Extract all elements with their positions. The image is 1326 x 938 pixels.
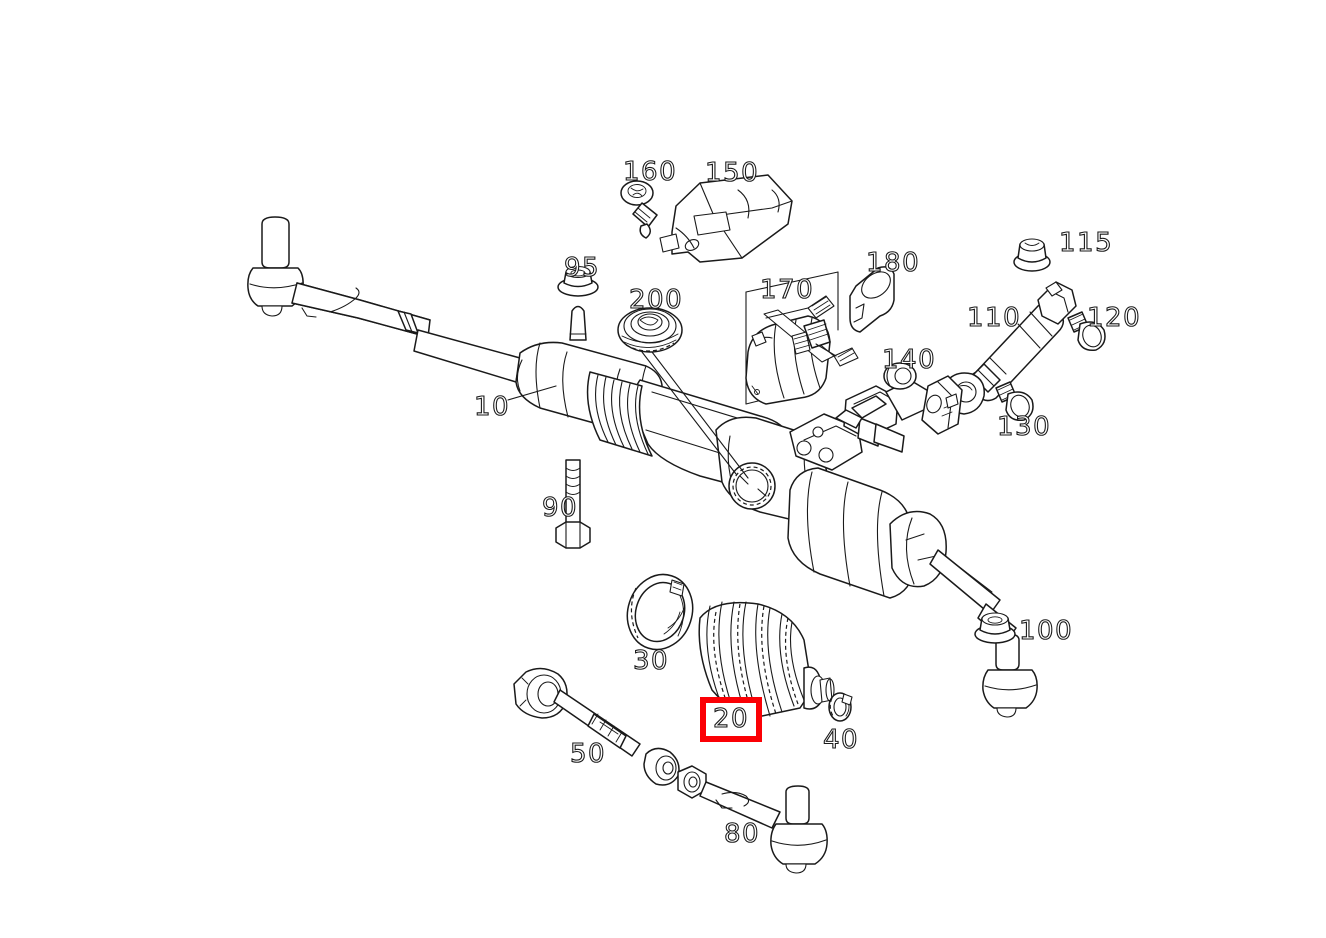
leader-200-a: [641, 351, 737, 475]
part-label-170: 170: [759, 275, 815, 305]
part-label-95: 95: [563, 253, 601, 283]
part-label-40: 40: [822, 725, 860, 755]
retaining-screw-160: [620, 180, 658, 239]
pinion-cap-200: [617, 307, 683, 353]
inner-tie-rod-50: [513, 667, 707, 799]
part-label-50: 50: [569, 739, 607, 769]
part-label-140: 140: [881, 345, 937, 375]
part-label-90: 90: [541, 493, 579, 523]
part-label-115: 115: [1058, 228, 1114, 258]
housing-stud: [569, 305, 587, 341]
bellows-clamp-small-40: [828, 692, 853, 722]
clamp-bolt-130: [995, 381, 1034, 422]
tie-rod-nut-100: [974, 612, 1016, 644]
flange-nut-95: [557, 265, 599, 297]
part-label-160: 160: [622, 157, 678, 187]
outer-tie-rod-end-80: [699, 781, 828, 874]
shaft-bushing-140: [883, 362, 917, 390]
intermediate-shaft-110: [921, 281, 1077, 435]
part-label-150: 150: [704, 158, 760, 188]
part-label-10: 10: [473, 392, 511, 422]
clamp-bolt-120: [1067, 311, 1106, 352]
hex-bolt-90: [555, 459, 591, 549]
bellows-clamp-ring-30: [626, 573, 694, 651]
part-label-130: 130: [996, 412, 1052, 442]
part-label-180: 180: [865, 248, 921, 278]
part-label-30: 30: [632, 646, 670, 676]
part-label-120: 120: [1086, 303, 1142, 333]
rack-bellows-on-housing: [586, 371, 653, 457]
part-label-20: 20: [700, 697, 763, 742]
flange-lock-nut-115: [1013, 238, 1051, 272]
part-label-200: 200: [628, 285, 684, 315]
part-label-100: 100: [1018, 616, 1074, 646]
heat-shield-150: [659, 174, 793, 263]
part-label-110: 110: [966, 303, 1022, 333]
motor-assembly-170: [745, 271, 859, 405]
leader-10: [507, 385, 557, 401]
rack-and-pinion-housing-group: [247, 216, 1038, 718]
leader-200-b: [651, 351, 749, 479]
part-label-80: 80: [723, 819, 761, 849]
motor-sleeve-180: [849, 266, 895, 333]
